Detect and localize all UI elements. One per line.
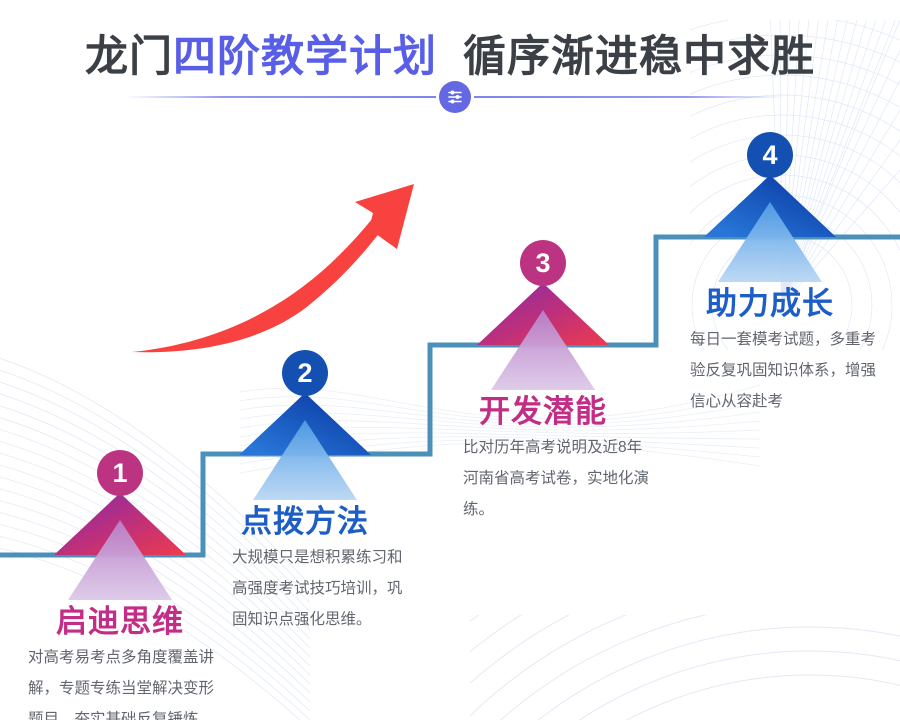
step-item-1: 1 启迪思维 对高考易考点多角度覆盖讲解，专题专练当堂解决变形题目，夯实基础反复…: [10, 450, 230, 720]
step-item-3: 3 开发潜能 比对历年高考说明及近8年河南省高考试卷，实地化演练。: [433, 240, 653, 570]
step-description: 大规模只是想积累练习和高强度考试技巧培训，巩固知识点强化思维。: [232, 549, 403, 628]
step-description: 比对历年高考说明及近8年河南省高考试卷，实地化演练。: [463, 439, 650, 518]
step-item-2: 2 点拨方法 大规模只是想积累练习和高强度考试技巧培训，巩固知识点强化思维。: [195, 350, 415, 680]
page-title: 龙门四阶教学计划循序渐进稳中求胜: [0, 22, 900, 84]
step-description: 对高考易考点多角度覆盖讲解，专题专练当堂解决变形题目，夯实基础反复锤炼。: [28, 649, 215, 720]
step-title: 启迪思维: [56, 604, 184, 639]
title-prefix: 龙门: [85, 33, 173, 81]
step-title: 点拨方法: [241, 504, 369, 539]
step-item-4: 4 助力成长 每日一套模考试题，多重考验反复巩固知识体系，增强信心从容赴考: [660, 132, 880, 462]
step-number-badge: 3: [520, 240, 566, 286]
step-number-badge: 2: [282, 350, 328, 396]
sliders-icon: [439, 81, 471, 113]
title-suffix: 循序渐进稳中求胜: [463, 33, 815, 81]
step-title: 开发潜能: [479, 394, 607, 429]
title-accent: 四阶教学计划: [173, 33, 437, 81]
step-number-badge: 4: [747, 132, 793, 178]
step-title: 助力成长: [706, 286, 834, 321]
step-description: 每日一套模考试题，多重考验反复巩固知识体系，增强信心从容赴考: [690, 331, 877, 410]
step-number-badge: 1: [97, 450, 143, 496]
